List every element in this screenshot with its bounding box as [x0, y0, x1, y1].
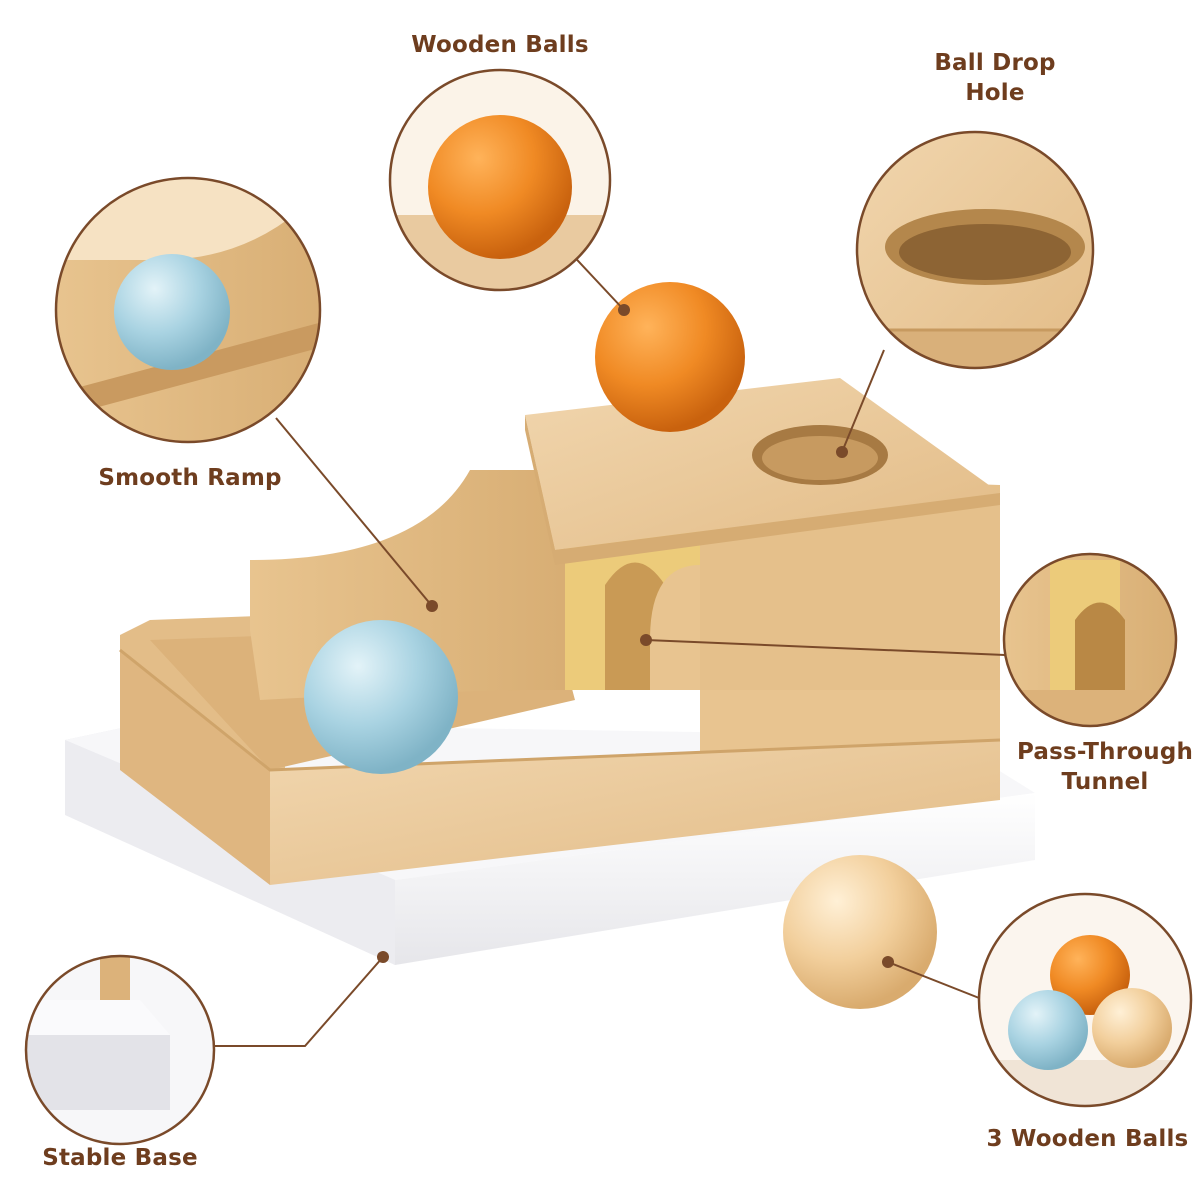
- blue-ball: [304, 620, 458, 774]
- label-ball-drop-hole-line1: Ball Drop: [934, 50, 1056, 76]
- label-stable-base-text: Stable Base: [42, 1145, 198, 1171]
- label-tunnel-line1: Pass-Through: [1016, 739, 1194, 765]
- label-pass-through-tunnel: Pass-Through Tunnel: [1010, 737, 1200, 797]
- label-ball-drop-hole-line2: Hole: [965, 80, 1025, 106]
- detail-circle-ball-drop-hole: [855, 130, 1095, 370]
- detail-circle-stable-base: [24, 954, 216, 1146]
- detail-circle-wooden-balls: [388, 68, 612, 292]
- label-smooth-ramp: Smooth Ramp: [80, 463, 300, 493]
- connector-dots: [377, 304, 894, 968]
- label-three-wooden-balls-text: 3 Wooden Balls: [986, 1126, 1189, 1152]
- wooden-tray: [119, 378, 1001, 885]
- label-wooden-balls: Wooden Balls: [385, 30, 615, 60]
- label-tunnel-line2: Tunnel: [1061, 769, 1149, 795]
- label-wooden-balls-text: Wooden Balls: [411, 32, 589, 58]
- label-ball-drop-hole: Ball Drop Hole: [900, 48, 1090, 108]
- label-three-wooden-balls: 3 Wooden Balls: [975, 1124, 1200, 1154]
- main-product: [65, 282, 1035, 1009]
- label-stable-base: Stable Base: [30, 1143, 210, 1173]
- detail-circle-three-balls: [977, 892, 1193, 1108]
- detail-circle-smooth-ramp: [54, 176, 322, 444]
- natural-ball: [783, 855, 937, 1009]
- detail-circle-tunnel: [1002, 552, 1178, 728]
- label-smooth-ramp-text: Smooth Ramp: [98, 465, 282, 491]
- orange-ball: [595, 282, 745, 432]
